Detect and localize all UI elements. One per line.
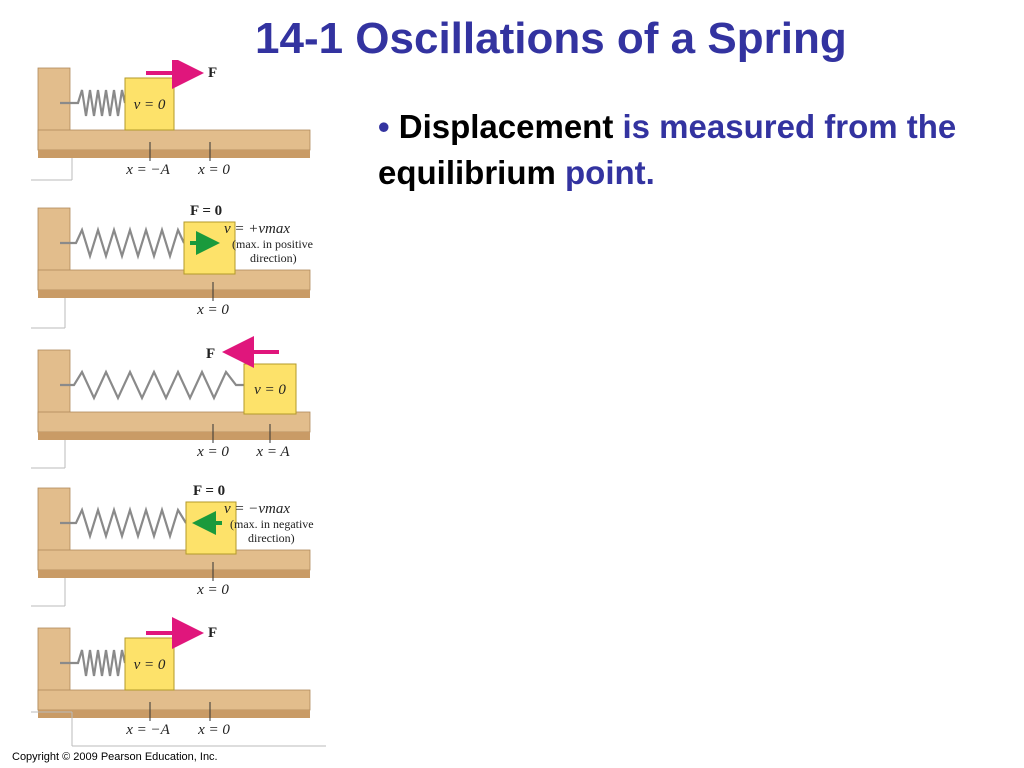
bullet-term-displacement: Displacement: [398, 108, 614, 145]
slide-title: 14-1 Oscillations of a Spring: [255, 14, 847, 63]
tick-label: x = 0: [196, 444, 229, 460]
tick-label: x = 0: [197, 162, 230, 178]
mass-block: [124, 77, 175, 131]
velocity-note: (max. in positive: [232, 237, 313, 251]
velocity-note: (max. in negative: [230, 517, 314, 531]
block-velocity-label: v = 0: [134, 657, 166, 673]
floor-front: [38, 290, 310, 298]
bullet-text-1: is measured from the: [613, 108, 957, 145]
bullet-text-2: point.: [555, 154, 655, 191]
spring: [60, 89, 127, 117]
floor-front: [38, 432, 310, 440]
velocity-note: direction): [248, 531, 295, 545]
bullet-term-equilibrium: equilibrium: [378, 154, 556, 191]
floor-top: [37, 549, 311, 571]
floor-top: [37, 689, 311, 711]
floor-front: [38, 150, 310, 158]
force-label: F: [206, 346, 215, 362]
floor-top: [37, 269, 311, 291]
spring: [60, 369, 244, 401]
panel-3: v = 0 F x = 0 x = A: [31, 336, 311, 469]
panel-1: v = 0 F x = −A x = 0: [31, 60, 311, 181]
velocity-note: direction): [250, 251, 297, 265]
force-label: F: [208, 65, 217, 81]
force-label: F = 0: [193, 483, 225, 499]
spring-oscillation-diagram: v = 0 F x = −A x = 0 F = 0 v = +vmax (ma…: [31, 60, 326, 747]
panel-4: F = 0 v = −vmax (max. in negative direct…: [31, 483, 314, 607]
mass-block: [124, 637, 175, 691]
panel-5: v = 0 F x = −A x = 0: [31, 617, 326, 747]
mass-block: [243, 363, 297, 415]
velocity-label: v = +vmax: [224, 221, 290, 237]
force-label: F = 0: [190, 203, 222, 219]
mass-block: [183, 221, 236, 275]
block-velocity-label: v = 0: [254, 382, 286, 398]
panel-2: F = 0 v = +vmax (max. in positive direct…: [31, 203, 313, 329]
tick-label: x = A: [255, 444, 290, 460]
force-label: F: [208, 625, 217, 641]
tick-label: x = 0: [197, 722, 230, 738]
copyright-notice: Copyright © 2009 Pearson Education, Inc.: [12, 751, 218, 763]
tick-label: x = 0: [196, 582, 229, 598]
bullet-marker: •: [378, 108, 390, 145]
floor-front: [38, 570, 310, 578]
tick-label: x = −A: [125, 722, 170, 738]
spring: [60, 506, 187, 540]
tick-label: x = −A: [125, 162, 170, 178]
velocity-label: v = −vmax: [224, 501, 290, 517]
block-velocity-label: v = 0: [134, 97, 166, 113]
spring: [60, 649, 127, 677]
floor-top: [37, 411, 311, 433]
spring: [60, 226, 185, 260]
bullet-point: • Displacement is measured from the equi…: [378, 104, 1018, 196]
floor-front: [38, 710, 310, 718]
tick-label: x = 0: [196, 302, 229, 318]
floor-top: [37, 129, 311, 151]
